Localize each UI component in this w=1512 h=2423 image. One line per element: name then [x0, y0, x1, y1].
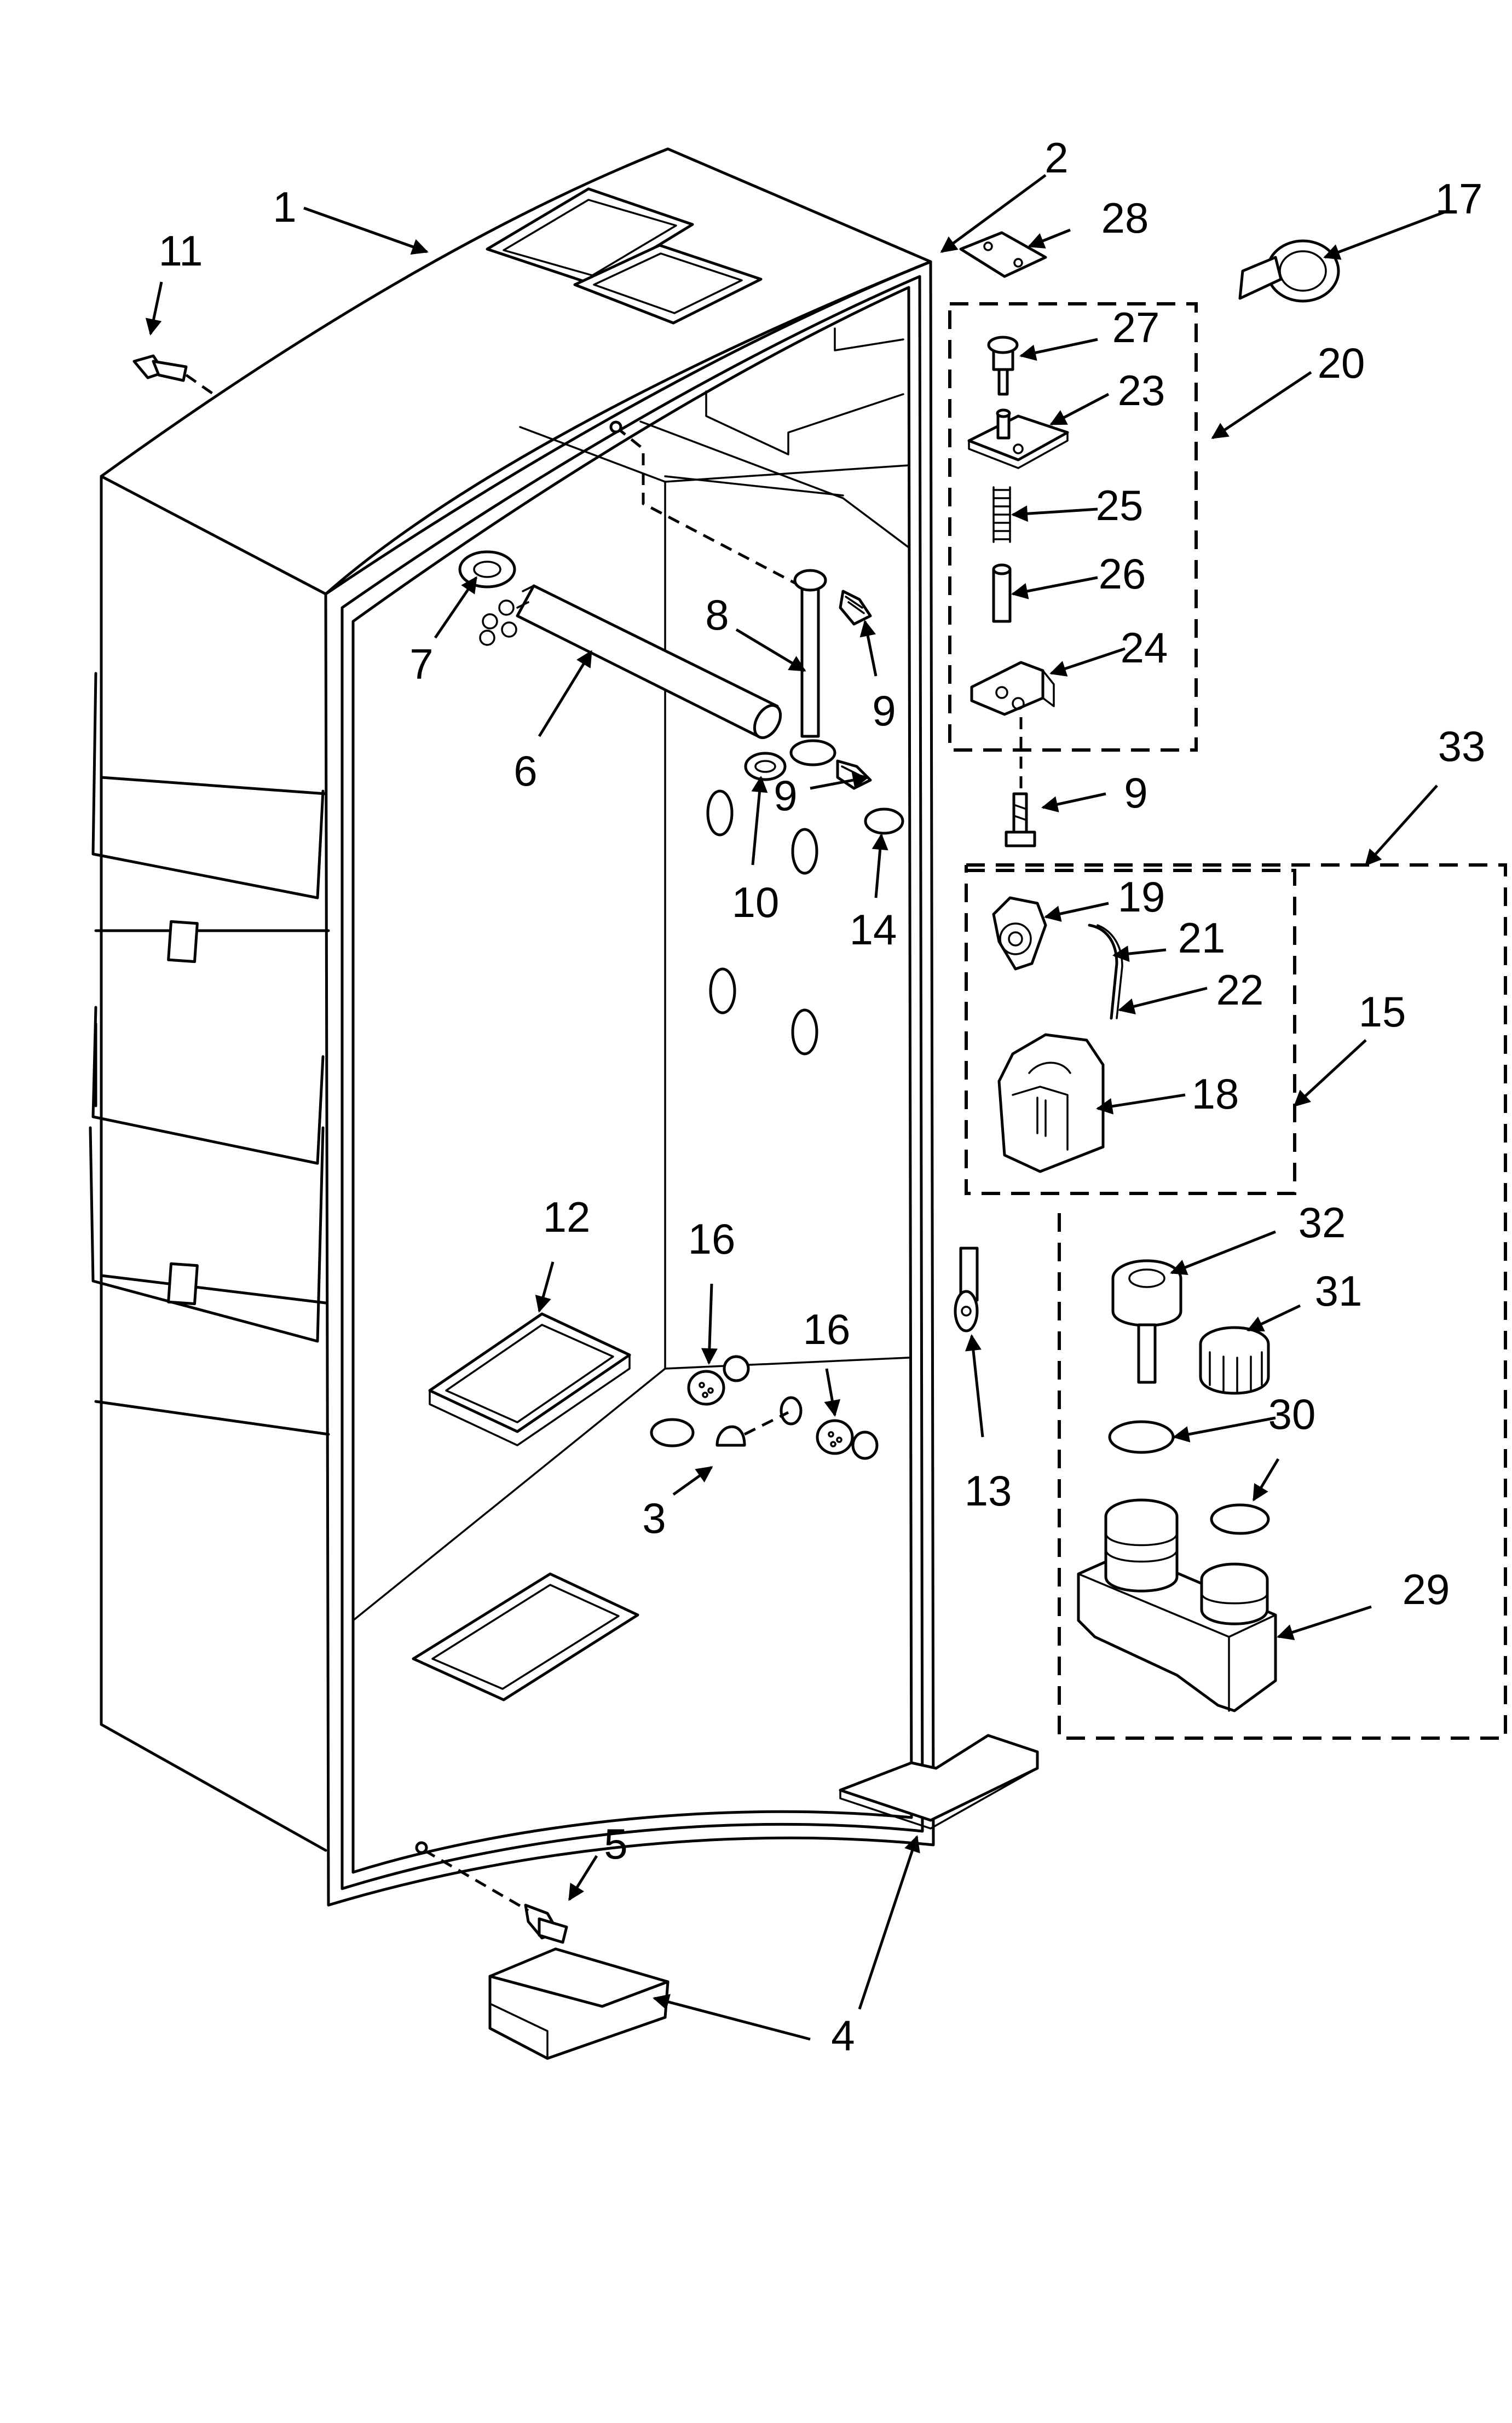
part-27-screw	[987, 336, 1019, 396]
callout-24: 24	[1121, 624, 1168, 672]
callout-18: 18	[1192, 1070, 1239, 1118]
part-8-bracket	[789, 569, 836, 766]
part-5-screw	[423, 1849, 568, 1944]
leader-lines	[145, 174, 1448, 2041]
callout-6: 6	[513, 747, 537, 795]
cabinet-liner	[89, 147, 935, 1907]
callout-26: 26	[1099, 550, 1146, 598]
callout-7: 7	[409, 640, 433, 688]
callout-33: 33	[1438, 722, 1486, 770]
part-19-housing-small	[992, 896, 1047, 971]
callout-1: 1	[273, 183, 296, 231]
part-25-spring	[992, 486, 1011, 543]
callout-9-lower: 9	[1124, 769, 1147, 817]
callout-labels: 1 2 3 4 5 6 7 8 9 9 9 10 11 12 13 14 15 …	[159, 134, 1486, 2059]
callout-20: 20	[1318, 339, 1365, 387]
part-24-bracket	[970, 661, 1055, 794]
part-9-screw-lower	[836, 759, 872, 790]
callout-30: 30	[1268, 1390, 1316, 1438]
part-11-screw	[132, 354, 215, 396]
callout-9-middle: 9	[774, 771, 797, 820]
callout-16-left: 16	[688, 1215, 736, 1263]
part-29-filter-head	[1077, 1498, 1277, 1712]
callout-28: 28	[1101, 194, 1149, 242]
callout-11: 11	[159, 227, 203, 275]
part-3-cap	[715, 1411, 789, 1447]
part-6-tube	[516, 584, 782, 739]
part-14-plug	[864, 807, 904, 835]
callout-16-right: 16	[803, 1305, 851, 1353]
part-12-shelf-pad	[428, 1312, 631, 1446]
part-18-housing	[997, 1033, 1105, 1173]
assembly-20-box	[948, 302, 1198, 752]
part-23-plate	[967, 408, 1069, 469]
callout-25: 25	[1096, 481, 1144, 529]
callout-15: 15	[1359, 988, 1406, 1036]
part-31-cap	[1199, 1326, 1270, 1395]
callout-13: 13	[965, 1467, 1012, 1515]
callout-12: 12	[543, 1193, 591, 1241]
part-7-grommet	[458, 550, 517, 646]
part-26-pin	[992, 563, 1012, 623]
callout-4: 4	[831, 2011, 855, 2059]
callout-27: 27	[1112, 303, 1160, 351]
part-21-22-tube	[1088, 924, 1123, 1020]
callout-5: 5	[604, 1820, 627, 1868]
part-28-gasket	[959, 231, 1047, 278]
callout-2: 2	[1044, 134, 1068, 182]
part-9-screw-upper	[839, 590, 872, 626]
part-4-cover-upper	[839, 1734, 1039, 1830]
part-9-screw-bottom	[1005, 792, 1036, 847]
part-32-knob	[1111, 1259, 1182, 1384]
callout-10: 10	[732, 878, 780, 926]
part-16-filter-right	[816, 1419, 854, 1455]
callout-29: 29	[1403, 1565, 1450, 1613]
callout-32: 32	[1299, 1198, 1346, 1247]
callout-22: 22	[1216, 966, 1264, 1014]
callout-8: 8	[705, 591, 729, 639]
callout-3: 3	[642, 1494, 666, 1542]
callout-17: 17	[1435, 175, 1483, 223]
part-4-cover-lower	[488, 1947, 670, 2060]
assembly-15-box	[965, 869, 1296, 1195]
callout-19: 19	[1118, 873, 1165, 921]
callout-21: 21	[1178, 914, 1226, 962]
part-13-water-fitting	[954, 1247, 979, 1332]
callout-14: 14	[850, 905, 897, 954]
part-16-filter-left	[687, 1370, 725, 1406]
assembly-33-box	[965, 863, 1507, 1740]
callout-31: 31	[1315, 1267, 1363, 1315]
callout-9-upper: 9	[872, 686, 896, 735]
part-17-clip	[1238, 239, 1340, 303]
callout-23: 23	[1118, 366, 1165, 414]
